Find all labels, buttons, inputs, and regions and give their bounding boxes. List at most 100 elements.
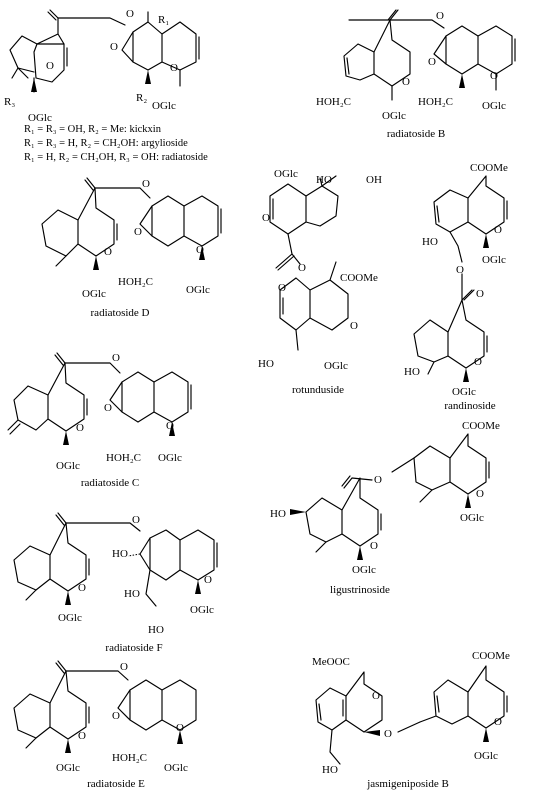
structure-radiatoside-e (13, 660, 197, 753)
oxygen-label: O (196, 244, 204, 256)
oxygen-label: O (78, 730, 86, 742)
oglc-label: OGlc (482, 100, 506, 112)
oxygen-label: O (170, 62, 178, 74)
coome-label: COOMe (472, 650, 510, 662)
oglc-label: OGlc (452, 386, 476, 398)
oglc-label: OGlc (474, 750, 498, 762)
legend-argylioside: R₁ = R₃ = H, R₂ = CH₂OH: argylioside (24, 138, 188, 149)
ho-label: HO (112, 548, 128, 560)
r2-label: R₂ (136, 92, 148, 104)
structure-radiatoside-c (7, 352, 192, 445)
hoh2c-label: HOH₂C (316, 96, 352, 108)
caption-radiatoside-d: radiatoside D (90, 307, 150, 319)
caption-randinoside: randinoside (444, 400, 496, 412)
oxygen-label: O (474, 356, 482, 368)
oxygen-label: O (298, 262, 306, 274)
coome-label: COOMe (340, 272, 378, 284)
oxygen-label: O (132, 514, 140, 526)
oxygen-label: O (494, 716, 502, 728)
oxygen-label: O (402, 76, 410, 88)
oxygen-label: O (142, 178, 150, 190)
caption-radiatoside-f: radiatoside F (105, 642, 163, 654)
hoh2c-label: HOH₂C (112, 752, 148, 764)
caption-ligustrinoside: ligustrinoside (330, 584, 390, 596)
meooc-label: MeOOC (312, 656, 350, 668)
oxygen-label: O (436, 10, 444, 22)
oxygen-label: O (476, 288, 484, 300)
caption-jasmigeniposide-b: jasmigeniposide B (367, 778, 449, 790)
oxygen-label: O (76, 422, 84, 434)
hoh2c-label: HOH₂C (106, 452, 142, 464)
structure-radiatoside-b (343, 9, 516, 101)
oglc-label: OGlc (56, 460, 80, 472)
structure-kickxin-series (9, 9, 200, 93)
oxygen-label: O (46, 60, 54, 72)
caption-rotunduside: rotunduside (292, 384, 344, 396)
oglc-label: OGlc (274, 168, 298, 180)
oglc-label: OGlc (28, 112, 52, 124)
oglc-label: OGlc (164, 762, 188, 774)
oxygen-label: O (176, 722, 184, 734)
ho-label: HO (322, 764, 338, 776)
oxygen-label: O (126, 8, 134, 20)
oglc-label: OGlc (56, 762, 80, 774)
oxygen-label: O (494, 224, 502, 236)
ho-label: HO (148, 624, 164, 636)
structure-radiatoside-f (13, 512, 218, 607)
oxygen-label: O (278, 282, 286, 294)
structure-rotunduside (269, 175, 349, 351)
legend-kickxin: R₁ = R₃ = OH, R₂ = Me: kickxin (24, 124, 161, 135)
oglc-label: OGlc (152, 100, 176, 112)
oxygen-label: O (134, 226, 142, 238)
oxygen-label: O (262, 212, 270, 224)
oglc-label: OGlc (190, 604, 214, 616)
oxygen-label: O (112, 352, 120, 364)
oglc-label: OGlc (186, 284, 210, 296)
oxygen-label: O (456, 264, 464, 276)
oxygen-label: O (78, 582, 86, 594)
oglc-label: OGlc (482, 254, 506, 266)
oglc-label: OGlc (382, 110, 406, 122)
oxygen-label: O (384, 728, 392, 740)
caption-radiatoside-e: radiatoside E (87, 778, 145, 790)
oxygen-label: O (476, 488, 484, 500)
oglc-label: OGlc (352, 564, 376, 576)
hoh2c-label: HOH₂C (118, 276, 154, 288)
ho-label: HO (404, 366, 420, 378)
structure-ligustrinoside (290, 433, 490, 560)
structure-jasmigeniposide-b (315, 665, 508, 765)
oglc-label: OGlc (82, 288, 106, 300)
oxygen-label: O (428, 56, 436, 68)
caption-radiatoside-b: radiatoside B (386, 128, 446, 140)
structure-randinoside (413, 175, 508, 382)
oxygen-label: O (104, 402, 112, 414)
oxygen-label: O (112, 710, 120, 722)
oh-label: OH (366, 174, 382, 186)
ho-label: HO (258, 358, 274, 370)
oglc-label: OGlc (324, 360, 348, 372)
oglc-label: OGlc (460, 512, 484, 524)
oxygen-label: O (490, 70, 498, 82)
oxygen-label: O (370, 540, 378, 552)
structure-radiatoside-d (41, 177, 222, 270)
oxygen-label: O (372, 690, 380, 702)
oglc-label: OGlc (58, 612, 82, 624)
oxygen-label: O (120, 661, 128, 673)
oglc-label: OGlc (158, 452, 182, 464)
ho-label: HO (270, 508, 286, 520)
oxygen-label: O (166, 420, 174, 432)
r1-label: R₁ (158, 14, 170, 26)
oxygen-label: O (204, 574, 212, 586)
oxygen-label: O (104, 246, 112, 258)
coome-label: COOMe (462, 420, 500, 432)
oxygen-label: O (350, 320, 358, 332)
ho-label: HO (422, 236, 438, 248)
ho-label: HO (124, 588, 140, 600)
caption-radiatoside-c: radiatoside C (80, 477, 140, 489)
oxygen-label: O (374, 474, 382, 486)
ho-label: HO (316, 174, 332, 186)
legend-radiatoside: R₁ = H, R₂ = CH₂OH, R₃ = OH: radiatoside (24, 152, 208, 163)
coome-label: COOMe (470, 162, 508, 174)
